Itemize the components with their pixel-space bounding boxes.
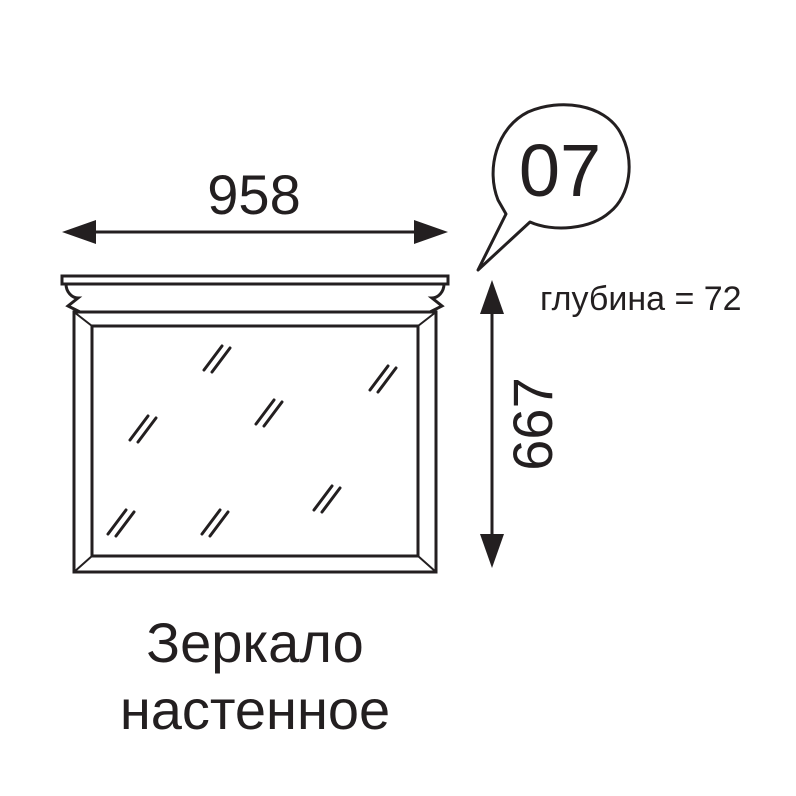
item-number-callout: 07 [476,103,631,272]
bevel-corner-bottom-right [417,555,437,573]
bevel-corner-top-left [73,311,93,327]
mirror-drawing [60,274,450,574]
width-dimension: 958 [62,163,448,244]
reflection-mark [312,484,342,514]
callout-bubble [476,103,631,272]
width-arrow-left [62,220,96,244]
reflection-mark [202,344,232,374]
item-number: 07 [519,129,601,212]
reflection-mark [368,364,398,394]
product-name-line-2: настенное [119,678,391,741]
reflection-mark [128,414,158,444]
glass-reflection-marks [106,344,398,538]
bevel-corner-top-right [417,311,437,327]
height-arrow-bottom [480,534,504,568]
height-dimension: 667 [480,280,564,568]
product-name-line-1: Зеркало [146,611,364,674]
reflection-mark [106,508,136,538]
cornice-profile [64,282,446,314]
bevel-corner-bottom-left [73,555,93,573]
inner-frame [90,324,420,558]
depth-label: глубина = 72 [540,280,742,318]
width-value: 958 [207,163,300,226]
reflection-mark [200,508,230,538]
width-arrow-right [414,220,448,244]
outer-frame [72,310,438,574]
reflection-mark [254,398,284,428]
height-arrow-top [480,280,504,314]
height-value: 667 [501,377,564,470]
